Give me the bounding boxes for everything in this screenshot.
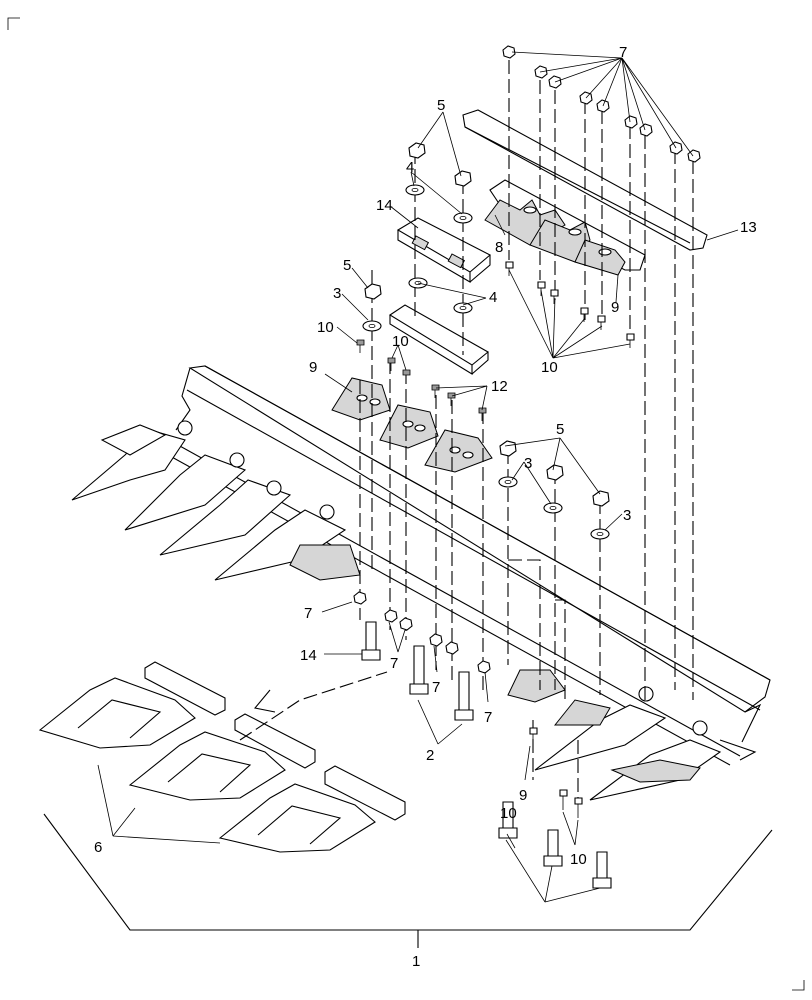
callout-4-upper: 4	[406, 159, 414, 176]
clip-assembly-13	[396, 217, 491, 283]
callout-9-upper: 9	[519, 787, 527, 804]
bolts	[361, 621, 612, 889]
callout-8-middle: 9	[309, 359, 317, 376]
callout-10-center: 10	[392, 333, 409, 350]
knife-sections-middle	[331, 377, 493, 473]
callout-7-top: 7	[619, 44, 627, 61]
callout-14-left: 14	[300, 647, 317, 664]
callout-10-left: 10	[317, 319, 334, 336]
loose-guards-6	[38, 661, 406, 853]
callout-3-middle: 3	[524, 455, 532, 472]
screws	[356, 261, 635, 818]
leader-lines	[97, 51, 739, 903]
corner-mark-top-left	[7, 17, 20, 30]
install-direction-arrow	[239, 671, 388, 741]
callout-8-upper-left: 8	[495, 239, 503, 256]
callout-6: 6	[94, 839, 102, 856]
callout-7-center: 7	[390, 655, 398, 672]
callout-12: 13	[740, 219, 757, 236]
knife-section-assembly-upper	[484, 179, 646, 276]
callout-1: 1	[412, 953, 420, 970]
install-direction-arrowhead	[253, 689, 276, 713]
callout-5-lower: 5	[556, 421, 564, 438]
callout-8-upper-right: 9	[611, 299, 619, 316]
callout-9-middle: 10	[500, 805, 517, 822]
callout-7-left: 7	[304, 605, 312, 622]
callout-2: 2	[426, 747, 434, 764]
corner-mark-bottom-right	[792, 980, 805, 991]
assembly-bracket	[43, 813, 773, 931]
callout-5-middle: 5	[343, 257, 351, 274]
callout-7-right: 7	[484, 709, 492, 726]
guards-right-end	[507, 669, 757, 801]
callout-13: 14	[376, 197, 393, 214]
callout-9-lower: 10	[570, 851, 587, 868]
callout-5-upper: 5	[437, 97, 445, 114]
callout-10-right: 12	[491, 378, 508, 395]
spacer-plate	[388, 304, 489, 375]
callout-3-upper: 3	[333, 285, 341, 302]
callout-4-middle: 4	[489, 289, 497, 306]
guards-on-bar	[71, 420, 361, 581]
callout-7-center-right: 7	[432, 679, 440, 696]
callout-10-upper-right: 10	[541, 359, 558, 376]
callout-3-lower: 3	[623, 507, 631, 524]
callout-labels: 7 5 4 14 13 8 5 4 3 9 10 10 10 9 12 5 3 …	[94, 44, 757, 970]
